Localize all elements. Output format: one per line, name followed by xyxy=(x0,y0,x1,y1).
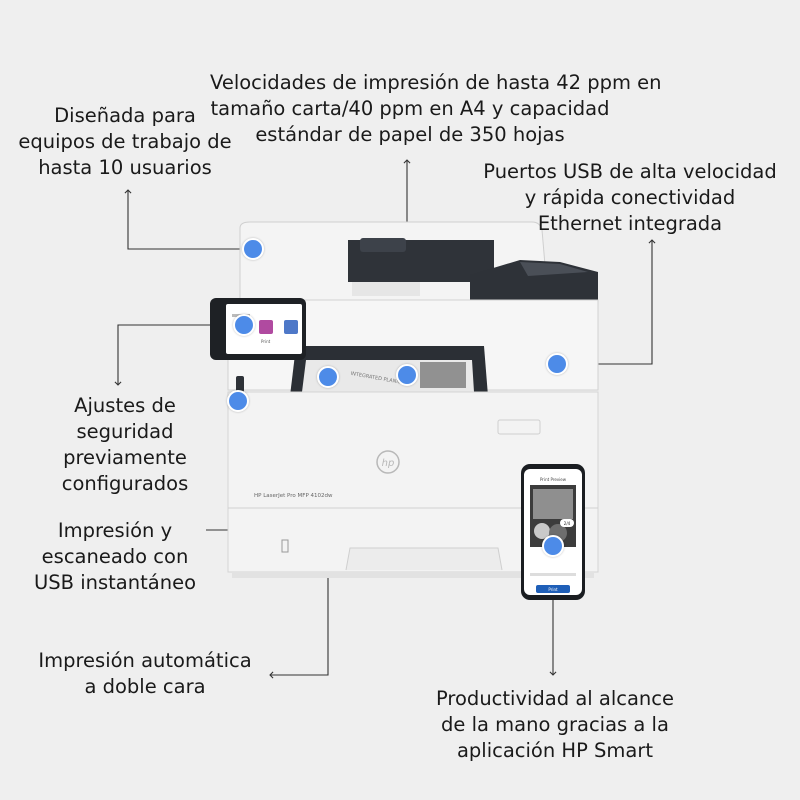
screen-app-label: Print xyxy=(261,339,271,344)
callout-speed: Velocidades de impresión de hasta 42 ppm… xyxy=(210,71,662,146)
callout-teams: Diseñada para equipos de trabajo de hast… xyxy=(18,104,232,179)
phone-print-button-label: Print xyxy=(548,587,558,592)
line-security xyxy=(114,324,244,386)
line-teams xyxy=(124,189,253,250)
hotspot-usb-ports[interactable] xyxy=(546,353,568,375)
phone-print-button[interactable] xyxy=(536,585,570,593)
hotspot-speed[interactable] xyxy=(396,364,418,386)
phone-header: Print Preview xyxy=(540,477,567,482)
control-panel: Print xyxy=(210,298,306,360)
callout-usb-print: Impresión y escaneado con USB instantáne… xyxy=(34,519,196,594)
phone-illustration: Print Preview 2/4 Print xyxy=(521,464,585,600)
callout-duplex: Impresión automática a doble cara xyxy=(38,649,252,698)
callout-usb-ports: Puertos USB de alta velocidad y rápida c… xyxy=(483,160,777,235)
hotspot-duplex[interactable] xyxy=(317,366,339,388)
hotspot-teams[interactable] xyxy=(242,238,264,260)
phone-badge: 2/4 xyxy=(564,521,571,526)
hotspot-control-panel[interactable] xyxy=(233,314,255,336)
hotspot-usb-print[interactable] xyxy=(227,390,249,412)
callout-security: Ajustes de seguridad previamente configu… xyxy=(61,394,189,495)
model-label: HP LaserJet Pro MFP 4102dw xyxy=(254,493,333,499)
hotspot-hp-smart[interactable] xyxy=(542,535,564,557)
callout-hp-smart: Productividad al alcance de la mano grac… xyxy=(436,687,674,762)
hp-logo-text: hp xyxy=(382,458,395,469)
hp-logo-icon xyxy=(376,450,400,474)
